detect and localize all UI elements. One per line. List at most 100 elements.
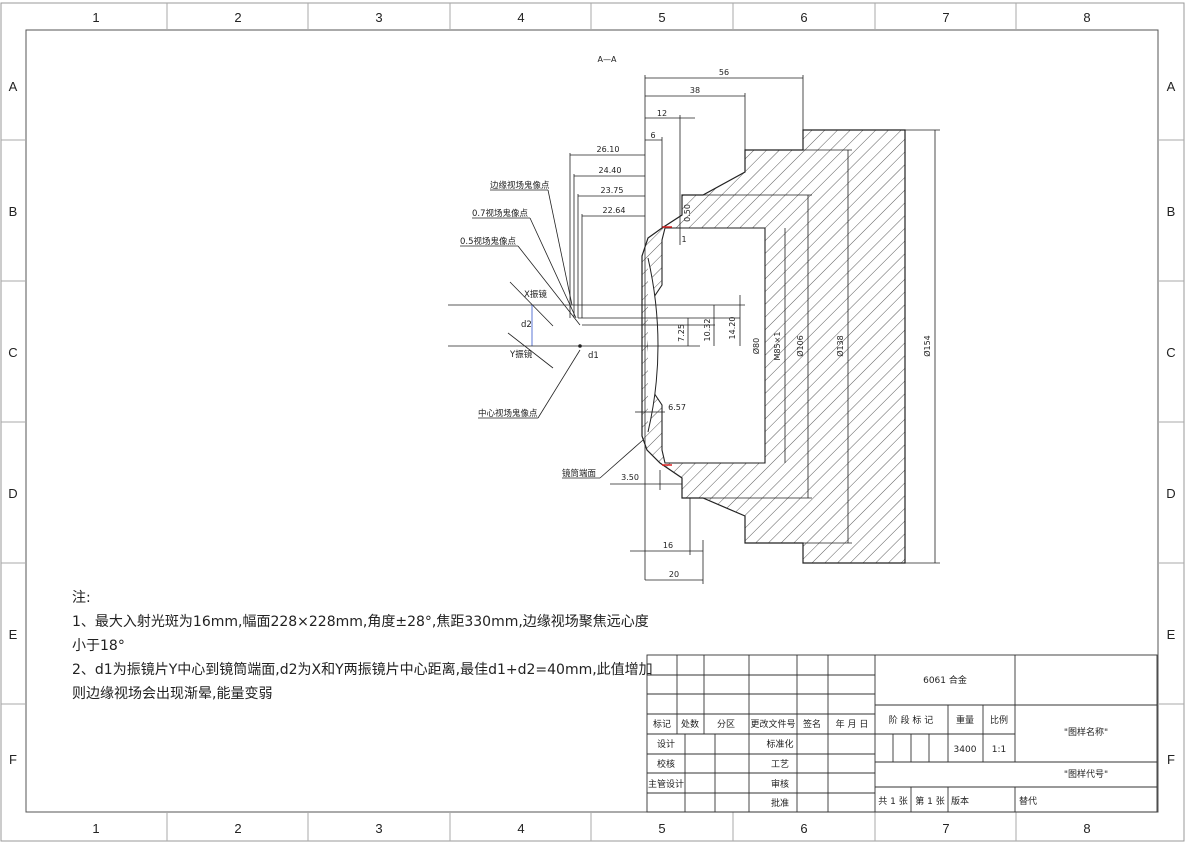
col-label: 8 [1083,10,1090,25]
col-label: 3 [375,821,382,836]
sheet-number: 第 1 张 [915,795,944,807]
sign-check: 校核 [657,758,675,770]
sign-standard: 标准化 [766,738,793,750]
inner-frame [25,29,1159,813]
dim-20: 20 [669,570,679,579]
ghost-height-dims [575,295,745,347]
sign-approve: 批准 [771,797,789,809]
col-label: 7 [942,10,949,25]
stage-label: 阶 段 标 记 [889,714,934,726]
replace-label: 替代 [1019,795,1037,807]
drawing-name: "图样名称" [1064,726,1108,738]
dim-m85: M85×1 [773,332,782,361]
label-ghost-0-7: 0.7视场鬼像点 [472,208,529,219]
zone-ticks [1,3,1184,841]
col-label: 3 [375,10,382,25]
row-label: B [9,204,18,219]
row-label: B [1167,204,1176,219]
column-labels-top: 1 2 3 4 5 6 7 8 [92,10,1090,25]
note-1-cont: 小于18° [72,638,125,654]
lens-surface [647,257,659,433]
row-labels-left: A B C D E F [8,79,17,767]
col-label: 6 [800,10,807,25]
sign-process: 工艺 [771,759,789,770]
column-labels-bottom: 1 2 3 4 5 6 7 8 [92,821,1090,836]
scale-label: 比例 [990,714,1008,726]
diameter-lines [703,129,940,564]
note-1: 1、最大入射光斑为16mm,幅面228×228mm,角度±28°,焦距330mm… [72,614,649,630]
bottom-dimensions [610,411,704,584]
x-mirror-line [509,281,554,327]
col-label: 2 [234,821,241,836]
dim-dia138: Ø138 [835,335,845,357]
rev-header-sign: 签名 [803,718,821,730]
weight-label: 重量 [956,714,974,726]
sheet-count: 共 1 张 [878,796,907,807]
label-edge-ghost: 边缘视场鬼像点 [490,180,550,191]
dim-6-57: 6.57 [668,403,686,412]
dim-56: 56 [719,68,729,77]
rev-header-count: 处数 [681,718,699,730]
row-label: D [8,486,17,501]
note-2: 2、d1为振镜片Y中心到镜筒端面,d2为X和Y两振镜片中心距离,最佳d1+d2=… [72,661,653,678]
row-label: C [8,345,17,360]
dim-6: 6 [650,131,655,140]
dim-24-40: 24.40 [599,166,622,175]
section-label: A—A [598,55,617,64]
top-dimensions [569,75,804,580]
notes-title: 注: [72,590,91,606]
label-x-mirror: X振镜 [524,289,547,300]
row-label: A [9,79,18,94]
dim-7-25: 7.25 [677,324,686,342]
label-y-mirror: Y振镜 [509,349,533,360]
mirror-and-leaders [448,189,644,479]
label-d2: d2 [521,320,532,330]
rev-header-date: 年 月 日 [836,718,869,730]
sign-design: 设计 [657,738,675,750]
row-label: F [9,752,17,767]
row-label: A [1167,79,1176,94]
material: 6061 合金 [923,674,967,686]
label-ghost-0-5: 0.5视场鬼像点 [460,236,517,247]
label-barrel-face: 镜筒端面 [562,468,597,479]
dim-14-20: 14.20 [728,317,737,340]
col-label: 4 [517,821,524,836]
y-mirror-line [507,332,554,369]
label-d1: d1 [588,351,599,361]
dim-dia80: Ø80 [751,338,761,354]
dim-dia154: Ø154 [922,335,932,357]
col-label: 6 [800,821,807,836]
rev-header-doc: 更改文件号 [750,718,795,730]
row-label: D [1166,486,1175,501]
dim-22-64: 22.64 [603,206,626,215]
sign-review: 审核 [771,778,789,790]
col-label: 5 [658,10,665,25]
dim-26-10: 26.10 [597,145,620,154]
rev-header-mark: 标记 [653,718,671,730]
col-label: 1 [92,10,99,25]
row-label: E [9,627,18,642]
dim-3-50: 3.50 [621,473,639,482]
note-2-cont: 则边缘视场会出现渐晕,能量变弱 [72,686,272,702]
dim-12: 12 [657,109,667,118]
dim-1: 1 [681,235,686,244]
label-center-ghost: 中心视场鬼像点 [478,408,538,419]
version-label: 版本 [951,795,969,807]
col-label: 1 [92,821,99,836]
sign-chief: 主管设计 [648,778,684,790]
row-label: F [1167,752,1175,767]
rev-header-zone: 分区 [717,719,735,730]
inner-bore [647,227,766,464]
title-block-grid [646,654,1158,813]
dim-38: 38 [690,86,700,95]
d1-point [578,344,582,348]
col-label: 4 [517,10,524,25]
dim-0-50: 0.50 [683,204,692,222]
scale-value: 1:1 [992,745,1006,755]
row-label: E [1167,627,1176,642]
col-label: 7 [942,821,949,836]
col-label: 2 [234,10,241,25]
dim-10-32: 10.32 [703,319,712,342]
dim-16: 16 [663,541,673,550]
